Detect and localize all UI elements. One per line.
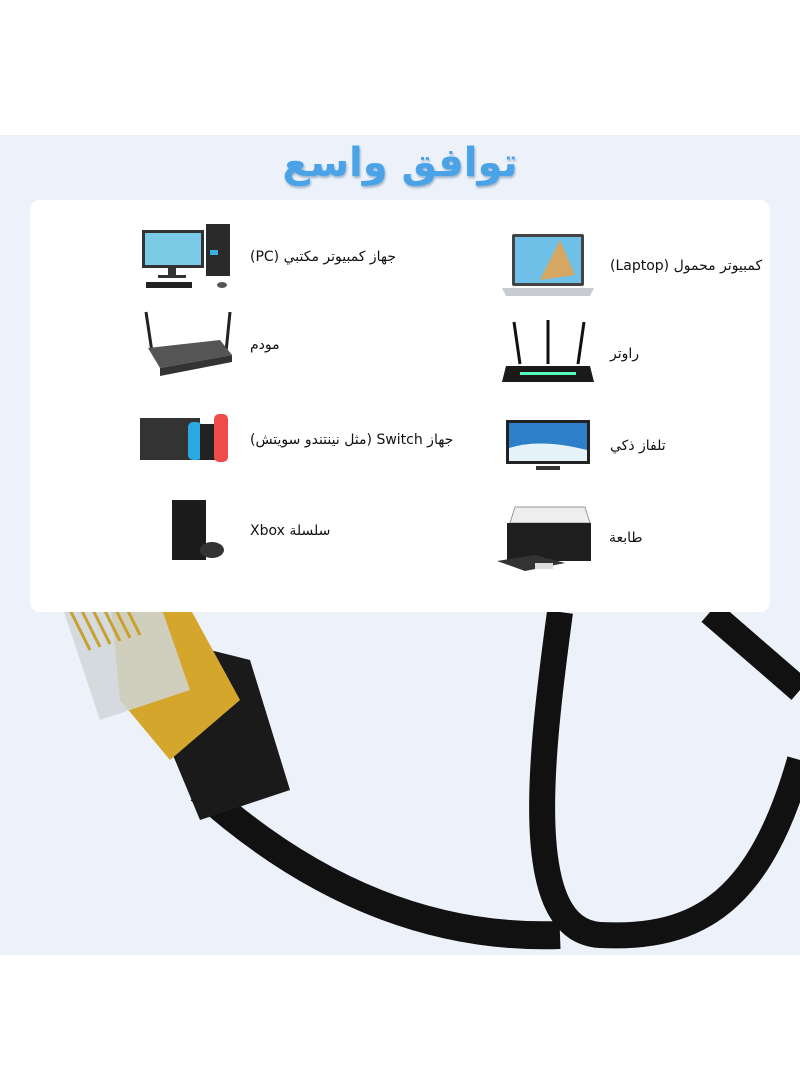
device-item-pc: (PC) جهاز كمبيوتر مكتبي: [140, 222, 396, 292]
device-label: (PC) جهاز كمبيوتر مكتبي: [250, 249, 397, 265]
device-label: سلسلة Xbox: [250, 523, 331, 539]
device-label: راوتر: [610, 346, 640, 362]
device-item-tv: تلفاز ذكي: [500, 418, 666, 474]
device-item-xbox: سلسلة Xbox: [140, 498, 330, 564]
device-label: مودم: [250, 337, 280, 353]
device-item-switch: جهاز Switch (مثل نينتندو سويتش): [140, 414, 453, 466]
router-icon: [502, 320, 594, 382]
device-item-modem: مودم: [140, 310, 280, 380]
device-item-laptop: (Laptop) كمبيوتر محمول: [500, 230, 762, 302]
compatibility-card: [30, 200, 770, 612]
smart-tv-icon: [506, 420, 590, 470]
device-item-printer: طابعة: [495, 503, 643, 573]
device-item-router: راوتر: [500, 318, 639, 390]
device-label: طابعة: [609, 530, 643, 546]
device-label: جهاز Switch (مثل نينتندو سويتش): [250, 432, 454, 448]
game-console-switch-icon: [140, 414, 228, 462]
page-title: توافق واسع: [282, 140, 518, 186]
modem-icon: [144, 311, 232, 376]
device-label: تلفاز ذكي: [610, 438, 666, 454]
printer-icon: [497, 506, 591, 571]
laptop-icon: [502, 234, 594, 296]
device-label: (Laptop) كمبيوتر محمول: [610, 258, 763, 274]
desktop-pc-icon: [142, 224, 230, 288]
xbox-icon: [172, 500, 224, 560]
